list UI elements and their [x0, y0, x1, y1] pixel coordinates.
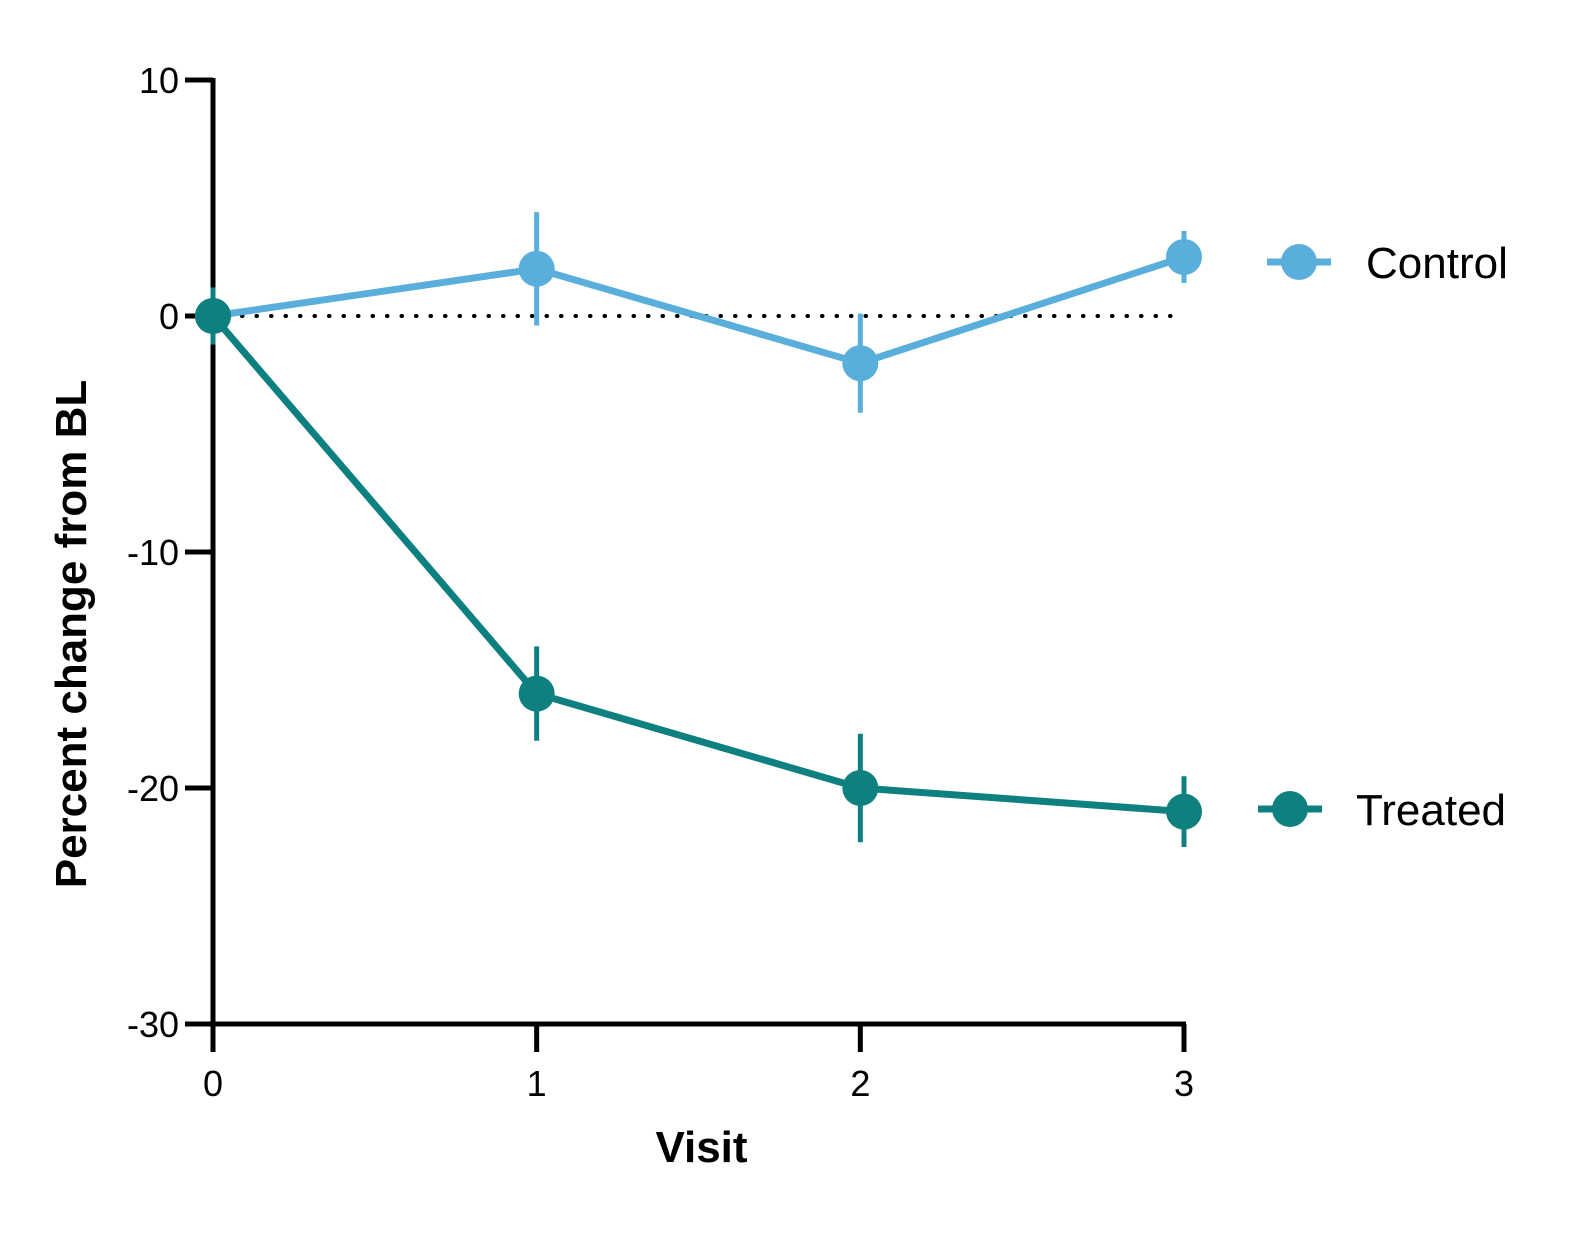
y-tick-label: -30 — [127, 1004, 179, 1045]
legend-label-control: Control — [1366, 239, 1508, 288]
x-tick-label: 0 — [203, 1063, 223, 1104]
legend-item-treated: Treated — [1258, 786, 1506, 835]
y-tick-label: -20 — [127, 768, 179, 809]
legend-item-control: Control — [1267, 239, 1508, 288]
control-point — [842, 345, 879, 382]
y-axis-title: Percent change from BL — [47, 380, 96, 889]
x-tick-label: 3 — [1174, 1063, 1194, 1104]
control-point — [518, 250, 555, 287]
x-axis-title: Visit — [655, 1123, 747, 1172]
treated-point — [842, 770, 879, 806]
y-tick-label: 10 — [139, 60, 179, 101]
legend-swatch-marker — [1272, 791, 1308, 827]
series-control — [195, 212, 1202, 413]
treated-point — [195, 298, 231, 334]
treated-line — [210, 313, 1185, 816]
legend-label-treated: Treated — [1356, 786, 1506, 835]
axes — [185, 77, 1187, 1052]
y-tick-label: -10 — [127, 532, 179, 573]
control-line — [212, 253, 1186, 367]
series-treated — [195, 287, 1202, 847]
tick-labels: 10 0 -10 -20 -30 0 1 2 3 — [127, 60, 1194, 1104]
legend-swatch-marker — [1281, 244, 1317, 280]
x-tick-label: 1 — [527, 1063, 547, 1104]
y-tick-label: 0 — [159, 296, 179, 337]
control-point — [1166, 239, 1202, 275]
x-tick-label: 2 — [850, 1063, 870, 1104]
treated-point — [1166, 793, 1202, 830]
treated-point — [518, 675, 555, 712]
series-layer — [195, 212, 1202, 847]
